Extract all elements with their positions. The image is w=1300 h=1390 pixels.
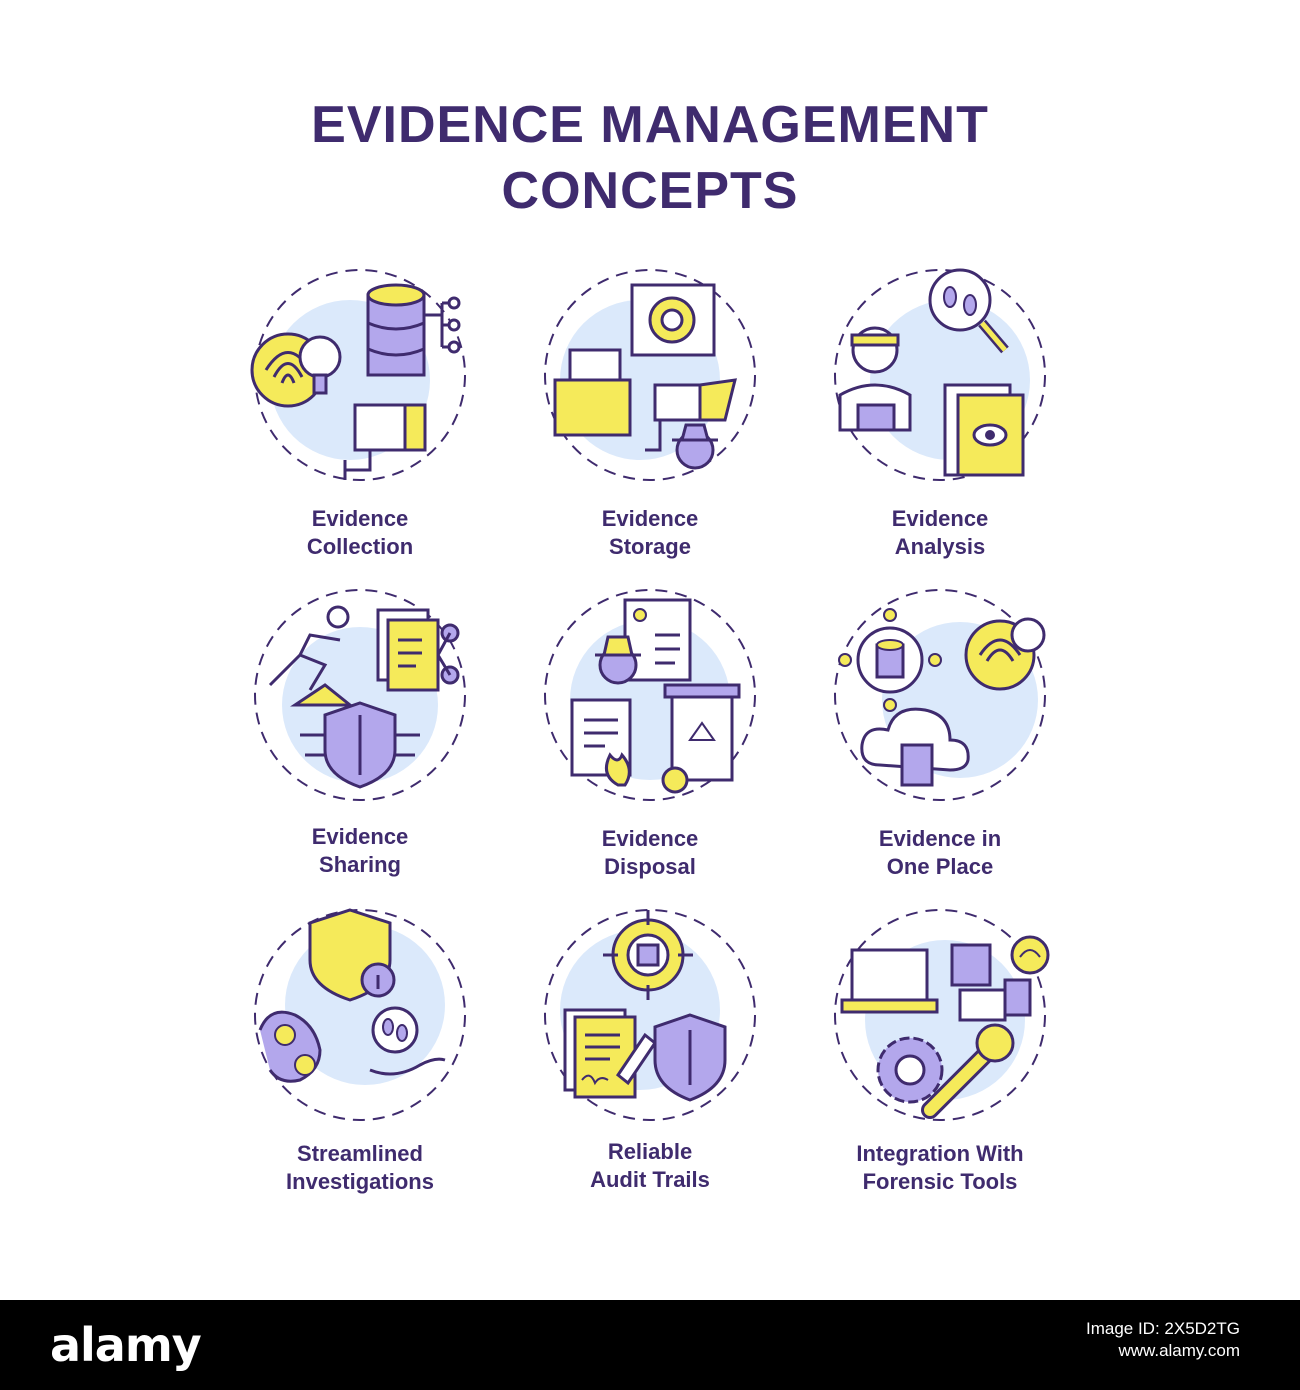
eye-file-icon (943, 383, 1025, 477)
concept-label: Reliable Audit Trails (590, 1139, 710, 1192)
info-document-icon (623, 598, 692, 682)
database-network-icon (838, 608, 942, 712)
share-icon (436, 623, 460, 685)
burning-document-icon (570, 698, 632, 787)
concept-label: Evidence Disposal (601, 826, 699, 879)
concept-label: Evidence Analysis (891, 506, 989, 559)
concept-reliable-audit-trails: Reliable Audit Trails (500, 895, 800, 1195)
cycle-icon (258, 1010, 322, 1083)
concept-label: Evidence Storage (601, 506, 699, 559)
concept-evidence-storage: Evidence Storage (500, 255, 800, 559)
concept-label: Evidence Sharing (311, 824, 409, 877)
magnifier-icon (298, 335, 342, 395)
runner-icon (268, 605, 355, 707)
concept-streamlined-investigations: Streamlined Investigations (210, 895, 510, 1195)
gear-icon (876, 1036, 944, 1104)
camera-icon (645, 378, 737, 452)
concept-evidence-analysis: Evidence Analysis (790, 255, 1090, 559)
integration-forensic-tools-illustration (834, 909, 1050, 1121)
document-icon (900, 743, 934, 787)
hand-footprints-icon (369, 1006, 446, 1076)
document-icon (376, 608, 440, 692)
wrench-icon (921, 1023, 1015, 1119)
concept-grid: Evidence Collection (210, 255, 1090, 1195)
magnifier-icon (978, 319, 1009, 354)
evidence-analysis-illustration (834, 268, 1046, 481)
database-icon (366, 283, 461, 377)
concept-evidence-sharing: Evidence Sharing (210, 575, 510, 877)
investigator-icon (838, 326, 912, 432)
signed-document-icon (563, 1008, 637, 1099)
concept-label: Integration With Forensic Tools (856, 1141, 1024, 1194)
concept-integration-forensic-tools: Integration With Forensic Tools (790, 895, 1090, 1195)
evidence-storage-illustration (544, 269, 756, 481)
page-title: EVIDENCE MANAGEMENT CONCEPTS (0, 92, 1300, 224)
evidence-one-place-illustration (834, 589, 1046, 801)
safe-icon (630, 283, 716, 357)
streamlined-investigations-illustration (254, 908, 466, 1121)
concept-label: Evidence Collection (306, 506, 414, 559)
title-line-2: CONCEPTS (501, 162, 799, 220)
brand-logo: alamy (50, 1318, 202, 1372)
concept-label: Evidence in One Place (878, 826, 1002, 879)
puzzle-icon (950, 943, 1032, 1022)
stock-id: Image ID: 2X5D2TG www.alamy.com (1086, 1318, 1240, 1362)
recycle-bin-icon (661, 683, 741, 794)
info-icon (360, 962, 396, 998)
evidence-collection-illustration (250, 269, 466, 481)
spy-icon (672, 423, 718, 470)
footprints-icon (928, 268, 992, 332)
fingerprint-icon (1010, 935, 1050, 975)
title-line-1: EVIDENCE MANAGEMENT (311, 96, 989, 154)
evidence-disposal-illustration (544, 589, 756, 801)
concept-evidence-disposal: Evidence Disposal (500, 575, 800, 879)
cloud-icon (860, 707, 970, 772)
target-icon (603, 910, 693, 1000)
concept-evidence-collection: Evidence Collection (210, 255, 510, 559)
shield-icon (653, 1013, 727, 1102)
reliable-audit-trails-illustration (544, 909, 756, 1121)
laptop-icon (840, 948, 939, 1014)
camera-icon (343, 403, 427, 480)
image-id: Image ID: 2X5D2TG (1085, 1319, 1240, 1338)
concept-label: Streamlined Investigations (286, 1141, 434, 1194)
folder-icon (553, 348, 632, 437)
fingerprint-icon (964, 617, 1046, 691)
shield-icon (300, 701, 420, 789)
spy-icon (595, 635, 641, 685)
concept-evidence-in-one-place: Evidence in One Place (790, 575, 1090, 879)
evidence-sharing-illustration (254, 589, 466, 801)
watermark-footer: alamy Image ID: 2X5D2TG www.alamy.com (0, 1300, 1300, 1390)
site-url: www.alamy.com (1118, 1341, 1240, 1360)
